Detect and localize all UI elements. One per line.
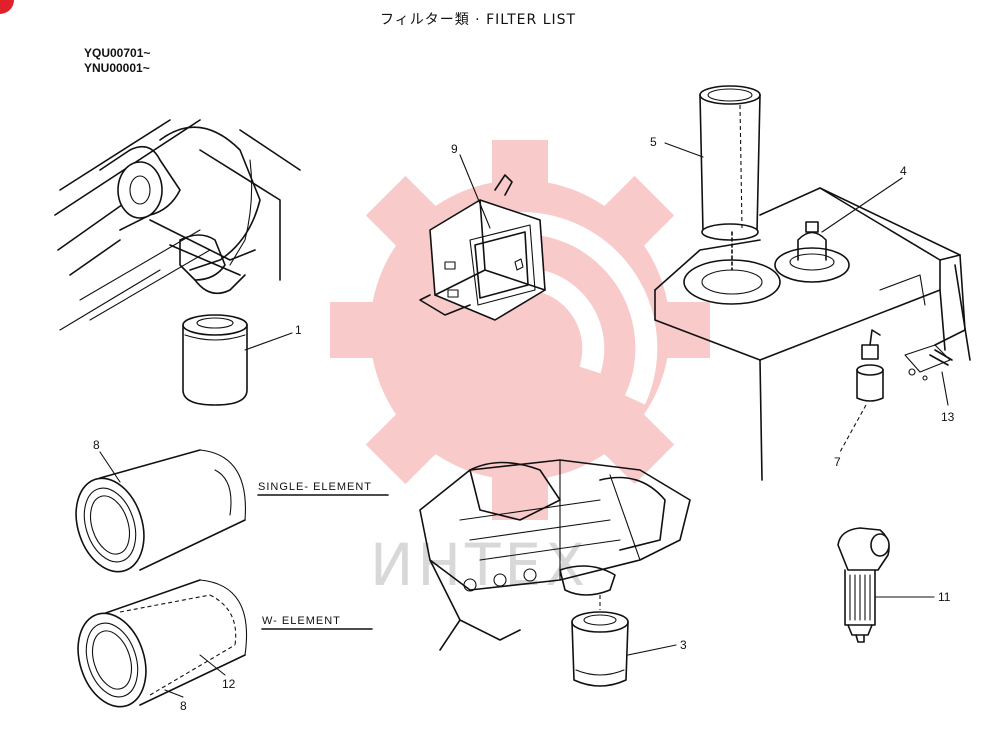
part-4-breather	[774, 221, 850, 283]
caption-single-element: SINGLE- ELEMENT	[258, 481, 372, 493]
engine-block-center	[419, 459, 691, 651]
part-5-air-element	[699, 85, 761, 241]
callout-5: 5	[650, 135, 657, 149]
callout-4: 4	[900, 164, 907, 178]
callout-8a: 8	[93, 438, 100, 452]
part-8-single-element	[75, 449, 247, 573]
part-13-strainer	[904, 344, 953, 381]
serial-number-1: YQU00701~	[84, 46, 150, 60]
corner-badge	[0, 0, 14, 14]
callout-3: 3	[680, 638, 687, 652]
part-9-box	[419, 174, 546, 321]
watermark-logo	[330, 140, 710, 520]
caption-w-element: W- ELEMENT	[262, 615, 341, 627]
callout-1: 1	[295, 323, 302, 337]
callout-13: 13	[941, 410, 955, 424]
serial-number-2: YNU00001~	[84, 61, 150, 75]
callout-9: 9	[451, 142, 458, 156]
oil-filter-3	[571, 595, 629, 687]
tank-housing	[654, 187, 971, 481]
part-8-w-element	[77, 579, 248, 708]
engine-illustration-topleft	[54, 119, 301, 331]
part-7-fuel-filter	[856, 329, 884, 402]
watermark-text: ИНТЕХ	[370, 531, 589, 599]
callout-8b: 8	[180, 699, 187, 713]
callout-12: 12	[222, 677, 236, 691]
oil-filter-1	[182, 314, 248, 406]
page-title: フィルター類 · FILTER LIST	[380, 12, 576, 28]
part-11-water-separator	[837, 527, 890, 643]
callout-7: 7	[834, 455, 841, 469]
callout-11: 11	[938, 590, 951, 604]
